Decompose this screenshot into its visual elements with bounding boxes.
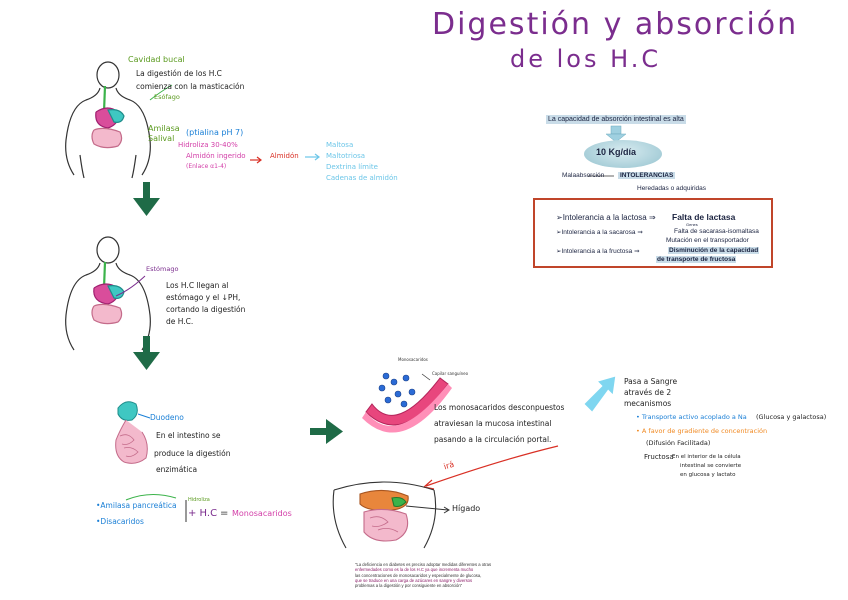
absorption-line-0: Los monosacaridos desconpuestos [434, 403, 565, 412]
duodeno-pointer [137, 413, 151, 419]
label-duodeno: Duodeno [150, 413, 184, 422]
label-amilasa-pancreatica: •Amilasa pancreática [96, 501, 177, 510]
arrow-ira [425, 445, 559, 487]
transport-activo-b: (Glucosa y galactosa) [756, 413, 827, 421]
hidroliza-curve-arrow [125, 494, 177, 501]
transport-pasa-1: Pasa a Sangre [624, 377, 678, 386]
transport-pasa-2: através de 2 [624, 388, 672, 397]
label-amilasa: Amilasa [148, 124, 180, 133]
estomago-pointer [115, 275, 146, 297]
villi-label-2: Capilar sanguíneo [432, 371, 469, 376]
row3-right-2: de transporte de fructosa [656, 256, 737, 263]
step1-text-2: comienza con la masticación [136, 82, 245, 91]
label-salival: Salival [148, 134, 175, 143]
label-equals: = [220, 508, 229, 519]
step3-line-0: En el intestino se [156, 431, 221, 440]
title-line-2: de los H.C [510, 45, 662, 73]
transport-fructosa-0: En el interior de la célula [672, 454, 741, 460]
green-arrow-right [310, 419, 343, 444]
quote-line-1: "La deficiencia en diabetes es preciso a… [355, 562, 492, 567]
product-2: Dextrina límite [326, 163, 378, 171]
row2-right: Falta de sacarasa-isomaltasa [674, 228, 759, 235]
row3-left: ➢Intolerancia a la fructosa ⇒ [556, 248, 640, 255]
panel-header: La capacidad de absorción intestinal es … [546, 115, 686, 124]
label-almidon-ingerido: Almidón ingerido [186, 152, 246, 160]
step2-line-2: cortando la digestión [166, 305, 246, 314]
label-monosacaridos: Monosacaridos [232, 509, 292, 518]
transport-favor-b: (Difusión Facilitada) [646, 439, 711, 447]
quote-line-4: que se traduce en una carga de azúcares … [355, 577, 473, 583]
product-3: Cadenas de almidón [326, 174, 398, 182]
label-almidon-arrow: Almidón [270, 152, 299, 160]
transport-activo-a: • Transporte activo acoplado a Na [636, 413, 747, 421]
quote-line-5: problemas a la digestión y por consiguie… [355, 583, 463, 588]
label-estomago: Estómago [146, 265, 179, 273]
product-1: Maltotriosa [326, 152, 366, 160]
arrow-higado [405, 505, 449, 511]
panel-down-arrow [605, 125, 627, 143]
villi-label-1: Monosacaridos [398, 357, 428, 362]
title-line-1: Digestión y absorción [432, 7, 799, 42]
masticacion-curve-arrow [149, 84, 173, 101]
arrow-higado-head [443, 506, 450, 514]
label-disacaridos: •Disacaridos [96, 517, 144, 526]
step2-line-3: de H.C. [166, 317, 194, 326]
panel-malabsorcion: Malaabsorción [562, 172, 605, 179]
label-ptialina: (ptialina pH 7) [186, 128, 244, 137]
label-esofago: Esófago [154, 93, 180, 101]
step2-line-0: Los H.C llegan al [166, 281, 229, 290]
absorption-line-2: pasando a la circulación portal. [434, 435, 552, 444]
bottom-quote: "La deficiencia en diabetes es preciso a… [355, 562, 535, 588]
arrow-almidon-head [256, 156, 262, 164]
transport-fructosa-1: intestinal se convierte [680, 463, 742, 469]
label-cavidad-bucal: Cavidad bucal [128, 55, 185, 64]
label-higado: Hígado [452, 504, 481, 513]
panel-heredadas: Heredadas o adquiridas [637, 185, 707, 192]
transport-fructosa-2: en glucosa y lactato [680, 472, 736, 478]
row2-small: Genes [686, 222, 698, 227]
label-enlace: (Enlace α1-4) [186, 163, 227, 170]
green-arrow-down-2 [133, 336, 160, 370]
row1-left: ➢Intolerancia a la lactosa ⇒ [556, 213, 656, 222]
absorption-line-1: atraviesan la mucosa intestinal [434, 419, 552, 428]
abdomen-drawing [332, 481, 437, 549]
quote-line-3: las concentraciones de monosacaridos y e… [355, 572, 482, 578]
row2-left: ➢Intolerancia a la sacarosa ⇒ [556, 229, 643, 236]
arrow-to-blood [584, 376, 616, 412]
label-hidroliza-small: Hidroliza [188, 497, 210, 503]
step3-line-1: produce la digestión [154, 449, 231, 458]
body-figure-2 [65, 236, 151, 351]
quote-line-2: enfermedades como es la de los H.C ya qu… [355, 567, 474, 573]
villi-drawing [362, 372, 452, 433]
transport-fructosa: Fructosa [644, 453, 674, 461]
body-figure-1 [65, 61, 151, 179]
transport-favor-a: • A favor de gradiente de concentración [636, 427, 768, 435]
step1-text-1: La digestión de los H.C [136, 69, 222, 78]
label-hc: + H.C [188, 508, 218, 519]
product-0: Maltosa [326, 141, 354, 149]
step2-line-1: estómago y el ↓PH, [166, 293, 241, 302]
panel-oval [584, 140, 662, 168]
step3-line-2: enzimática [156, 465, 198, 474]
green-arrow-down-1 [133, 182, 160, 216]
transport-pasa-3: mecanismos [624, 399, 672, 408]
panel-oval-text: 10 Kg/día [596, 147, 637, 157]
panel-intolerancias: INTOLERANCIAS [618, 172, 676, 179]
arrow-to-products-head [314, 153, 320, 161]
row2-sub: Mutación en el transportador [666, 237, 749, 244]
label-hidroliza: Hidroliza 30-40% [178, 141, 238, 149]
row3-right-1: Disminución de la capacidad [668, 247, 760, 254]
intestine-drawing [115, 401, 148, 464]
row1-right: Falta de lactasa [672, 212, 736, 222]
